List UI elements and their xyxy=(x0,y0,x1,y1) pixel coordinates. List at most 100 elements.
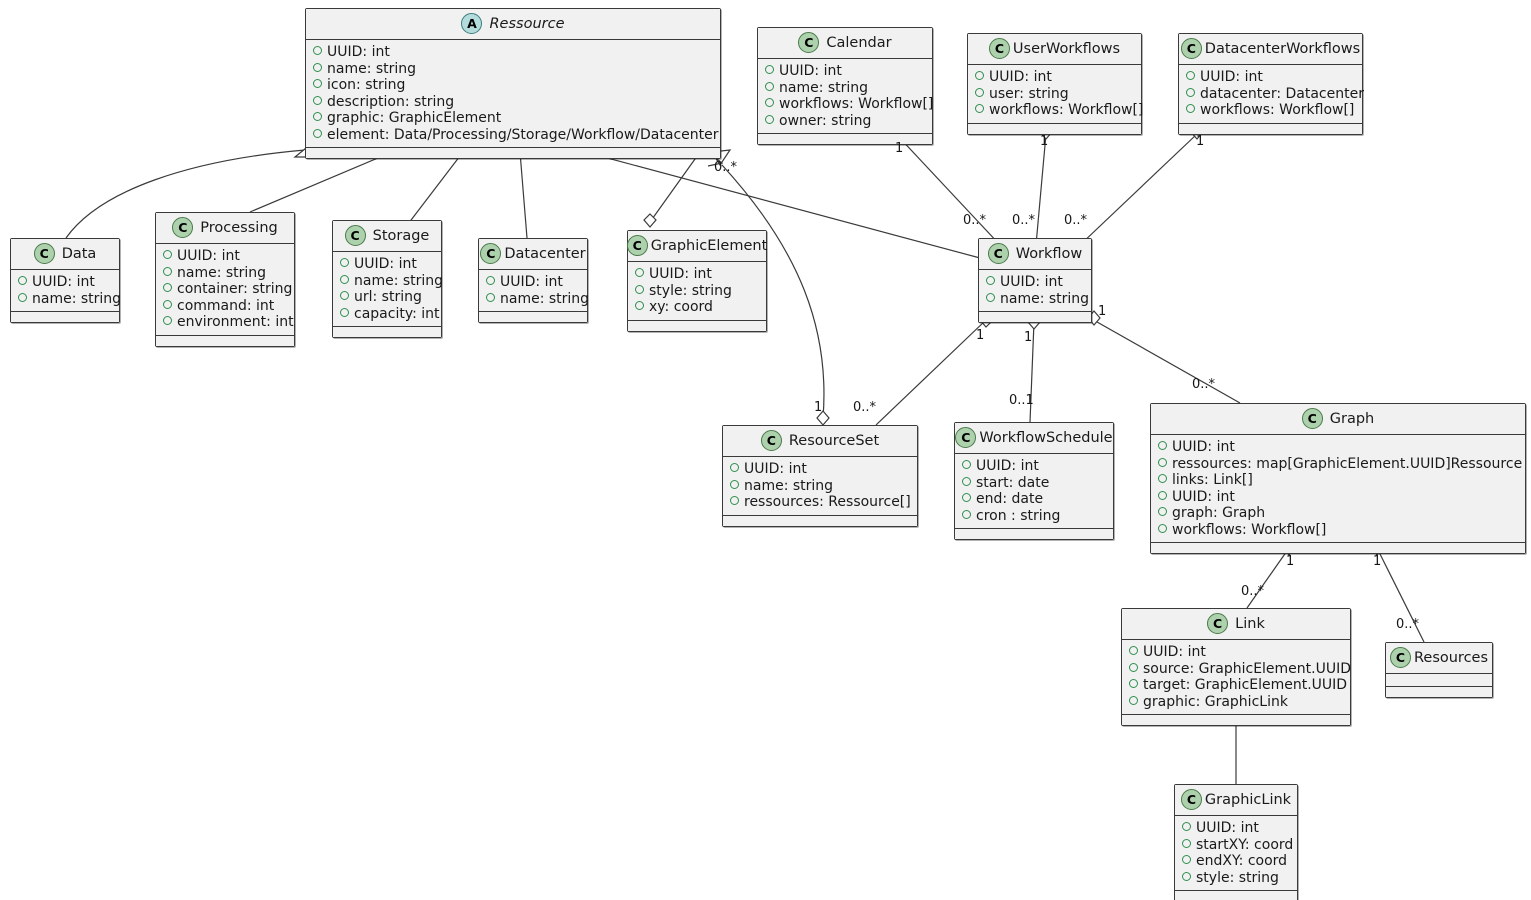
class-name-graphicelement: GraphicElement xyxy=(650,237,768,254)
attribute-visibility-icon xyxy=(730,463,739,472)
class-attributes-calendar: UUID: int name: string workflows: Workfl… xyxy=(758,59,933,134)
attribute-visibility-icon xyxy=(986,276,995,285)
attribute-visibility-icon xyxy=(1129,646,1138,655)
attribute-row: startXY: coord xyxy=(1182,837,1293,854)
edge-datacenter-ressource xyxy=(519,151,528,239)
class-methods-graph xyxy=(1151,543,1525,553)
attribute-text: description: string xyxy=(327,93,455,110)
attribute-text: workflows: Workflow[] xyxy=(989,102,1144,118)
class-graph[interactable]: C Graph UUID: int ressources: map[Graphi… xyxy=(1150,403,1526,554)
class-attributes-ressource: UUID: int name: string icon: string desc… xyxy=(306,40,720,148)
attribute-text: graph: Graph xyxy=(1172,505,1266,521)
multiplicity-label: 0..* xyxy=(714,160,738,175)
class-header-graphiclink: C GraphicLink xyxy=(1175,785,1297,816)
class-header-data: C Data xyxy=(11,239,119,270)
edge-userworkflows-workflow xyxy=(1035,133,1047,246)
class-datacenter[interactable]: C Datacenter UUID: int name: string xyxy=(478,238,589,323)
attribute-visibility-icon xyxy=(340,258,349,267)
attribute-row: name: string xyxy=(730,478,911,495)
attribute-row: start: date xyxy=(962,475,1107,492)
multiplicity-label: 1 xyxy=(1286,554,1295,569)
attribute-text: UUID: int xyxy=(354,256,417,272)
class-workflowschedule[interactable]: C WorkflowSchedule UUID: int start: date… xyxy=(954,422,1114,540)
class-name-link: Link xyxy=(1235,615,1265,632)
attribute-visibility-icon xyxy=(313,95,322,105)
attribute-visibility-icon xyxy=(1158,474,1167,483)
class-ressource[interactable]: A Ressource UUID: int name: string icon:… xyxy=(305,8,721,159)
class-header-graph: C Graph xyxy=(1151,404,1525,435)
class-icon: C xyxy=(988,38,1010,59)
attribute-row: name: string xyxy=(986,291,1089,308)
class-attributes-resources xyxy=(1386,674,1492,687)
class-icon: C xyxy=(33,243,55,264)
edge-datacenterworkflows-workflow xyxy=(1079,133,1198,246)
attribute-row: UUID: int xyxy=(313,44,714,61)
attribute-text: target: GraphicElement.UUID xyxy=(1143,677,1348,693)
class-link[interactable]: C Link UUID: int source: GraphicElement.… xyxy=(1121,608,1351,726)
class-workflow[interactable]: C Workflow UUID: int name: string xyxy=(978,238,1092,323)
attribute-row: endXY: coord xyxy=(1182,853,1291,870)
attribute-text: ressources: Ressource[] xyxy=(744,494,911,510)
multiplicity-label: 0..* xyxy=(1241,584,1265,599)
class-icon: C xyxy=(1180,789,1202,810)
attribute-visibility-icon xyxy=(18,276,27,285)
attribute-row: name: string xyxy=(486,291,589,308)
attribute-text: UUID: int xyxy=(649,266,712,282)
class-methods-calendar xyxy=(758,134,932,144)
attribute-text: name: string xyxy=(177,264,267,281)
attribute-visibility-icon xyxy=(962,493,971,502)
class-attributes-workflowschedule: UUID: int start: date end: date cron : s… xyxy=(955,454,1113,529)
attribute-text: start: date xyxy=(976,474,1050,491)
attribute-visibility-icon xyxy=(1158,523,1167,533)
class-name-resources: Resources xyxy=(1413,649,1489,666)
attribute-text: UUID: int xyxy=(500,274,563,290)
attribute-row: style: string xyxy=(635,283,760,300)
class-header-datacenterworkflows: C DatacenterWorkflows xyxy=(1179,34,1362,65)
class-methods-resources xyxy=(1386,687,1492,697)
attribute-visibility-icon xyxy=(962,509,971,519)
attribute-text: datacenter: Datacenter xyxy=(1200,85,1364,102)
attribute-text: element: Data/Processing/Storage/Workflo… xyxy=(327,126,719,143)
class-resourceset[interactable]: C ResourceSet UUID: int name: string res… xyxy=(722,425,918,527)
attribute-text: name: string xyxy=(354,272,444,289)
class-methods-workflow xyxy=(979,312,1091,322)
attribute-visibility-icon xyxy=(975,104,984,113)
attribute-row: source: GraphicElement.UUID xyxy=(1129,661,1351,678)
class-userworkflows[interactable]: C UserWorkflows UUID: int user: string w… xyxy=(967,33,1144,135)
class-data[interactable]: C Data UUID: int name: string xyxy=(10,238,121,323)
attribute-row: graphic: GraphicLink xyxy=(1129,694,1344,711)
attribute-text: name: string xyxy=(500,290,590,307)
attribute-row: workflows: Workflow[] xyxy=(1186,102,1356,119)
attribute-row: capacity: int xyxy=(340,306,440,323)
class-datacenterworkflows[interactable]: C DatacenterWorkflows UUID: int datacent… xyxy=(1178,33,1364,135)
attribute-text: graphic: GraphicElement xyxy=(327,110,502,126)
class-name-graphiclink: GraphicLink xyxy=(1204,791,1292,808)
attribute-text: UUID: int xyxy=(744,461,807,477)
class-calendar[interactable]: C Calendar UUID: int name: string workfl… xyxy=(757,27,933,145)
class-icon: C xyxy=(344,225,366,246)
attribute-text: UUID: int xyxy=(1196,820,1259,836)
class-header-link: C Link xyxy=(1122,609,1350,640)
attribute-visibility-icon xyxy=(975,87,984,97)
attribute-row: UUID: int xyxy=(1158,489,1519,506)
class-storage[interactable]: C Storage UUID: int name: string url: st… xyxy=(332,220,444,338)
attribute-text: UUID: int xyxy=(32,274,95,290)
attribute-visibility-icon xyxy=(163,266,172,276)
class-resources[interactable]: C Resources xyxy=(1385,642,1493,698)
class-graphicelement[interactable]: C GraphicElement UUID: int style: string… xyxy=(626,230,768,332)
class-name-datacenter: Datacenter xyxy=(504,245,586,262)
class-graphiclink[interactable]: C GraphicLink UUID: int startXY: coord e… xyxy=(1174,784,1298,900)
class-methods-data xyxy=(11,312,119,322)
attribute-row: container: string xyxy=(163,281,292,298)
multiplicity-label: 0..* xyxy=(1012,213,1036,228)
attribute-visibility-icon xyxy=(1182,838,1191,848)
attribute-visibility-icon xyxy=(765,98,774,107)
attribute-visibility-icon xyxy=(765,65,774,74)
attribute-text: name: string xyxy=(1000,290,1090,307)
class-processing[interactable]: C Processing UUID: int name: string cont… xyxy=(155,212,295,347)
class-attributes-link: UUID: int source: GraphicElement.UUID ta… xyxy=(1122,640,1351,715)
class-methods-resourceset xyxy=(723,515,917,526)
attribute-row: UUID: int xyxy=(1186,69,1356,86)
attribute-text: ressources: map[GraphicElement.UUID]Ress… xyxy=(1172,455,1523,472)
